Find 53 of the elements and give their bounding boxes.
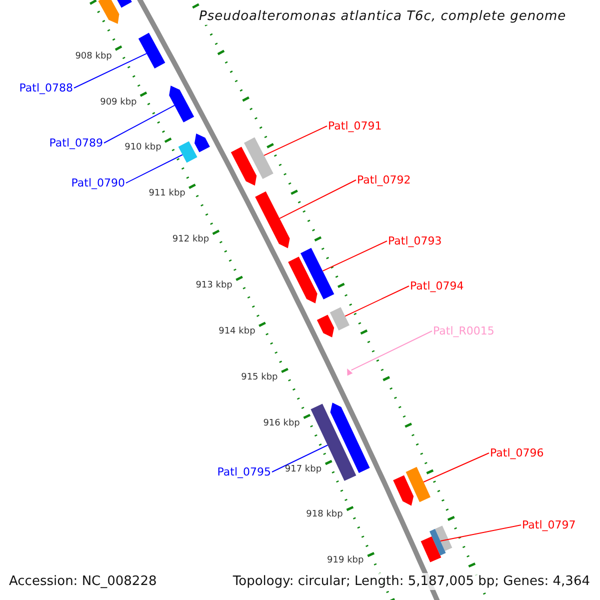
- scale-label: 908 kbp: [75, 52, 112, 62]
- scale-label: 909 kbp: [100, 98, 137, 108]
- scale-label: 917 kbp: [284, 465, 322, 474]
- leader-line: [322, 240, 388, 272]
- gene-label: Patl_0797: [522, 520, 576, 530]
- gene-bar: [330, 307, 350, 330]
- gene-bar: [347, 368, 353, 376]
- leader-line: [104, 104, 175, 144]
- leader-line: [264, 126, 328, 156]
- gene-bar: [406, 466, 430, 502]
- gene-bar: [420, 536, 442, 562]
- gene-bar: [430, 528, 446, 556]
- scale-label: 918 kbp: [306, 510, 343, 520]
- gene-label: Patl_0796: [490, 448, 544, 458]
- scale-label: 912 kbp: [172, 236, 210, 245]
- scale-label: 913 kbp: [196, 282, 232, 291]
- gene-bar: [138, 32, 166, 68]
- leader-line: [279, 180, 356, 219]
- gene-label: Patl_0794: [410, 280, 464, 292]
- gene-bar: [300, 248, 334, 300]
- gene-bar: [288, 256, 318, 304]
- scale-label: 910 kbp: [124, 144, 162, 153]
- leader-line: [272, 444, 328, 472]
- gene-bar: [316, 314, 334, 338]
- scale-label: 911 kbp: [148, 190, 186, 199]
- gene-bar: [330, 402, 370, 473]
- gene-bar: [244, 137, 274, 179]
- gene-bar: [98, 0, 120, 24]
- scale-label: 919 kbp: [327, 556, 364, 566]
- gene-label: Patl_0791: [328, 120, 382, 132]
- gene-bar: [194, 134, 210, 152]
- gene-label: Patl_0789: [49, 138, 103, 148]
- gene-label: Patl_0795: [217, 466, 271, 478]
- scale-label: 915 kbp: [241, 373, 278, 382]
- leader-line: [126, 154, 183, 184]
- gene-label: Patl_0788: [19, 82, 73, 94]
- gene-bar: [435, 526, 452, 551]
- scale-label: 914 kbp: [218, 327, 256, 336]
- gene-label: Patl_0793: [388, 236, 442, 246]
- gene-bar: [393, 475, 414, 506]
- leader-line: [423, 452, 490, 483]
- gene-bar: [169, 86, 194, 122]
- gene-bar: [255, 191, 290, 248]
- gene-label: Patl_R0015: [433, 326, 494, 336]
- scale-label: 916 kbp: [263, 419, 300, 428]
- gene-bar: [178, 141, 198, 163]
- gene-label: Patl_0792: [357, 174, 411, 186]
- accession-text: Accession: NC_008228: [7, 573, 159, 590]
- leader-line: [350, 330, 432, 371]
- leader-line: [74, 53, 148, 88]
- gene-bar: [230, 146, 257, 186]
- gene-label: Patl_0790: [71, 178, 125, 188]
- genome-info-text: Topology: circular; Length: 5,187,005 bp; Genes: 4,364: [230, 573, 592, 590]
